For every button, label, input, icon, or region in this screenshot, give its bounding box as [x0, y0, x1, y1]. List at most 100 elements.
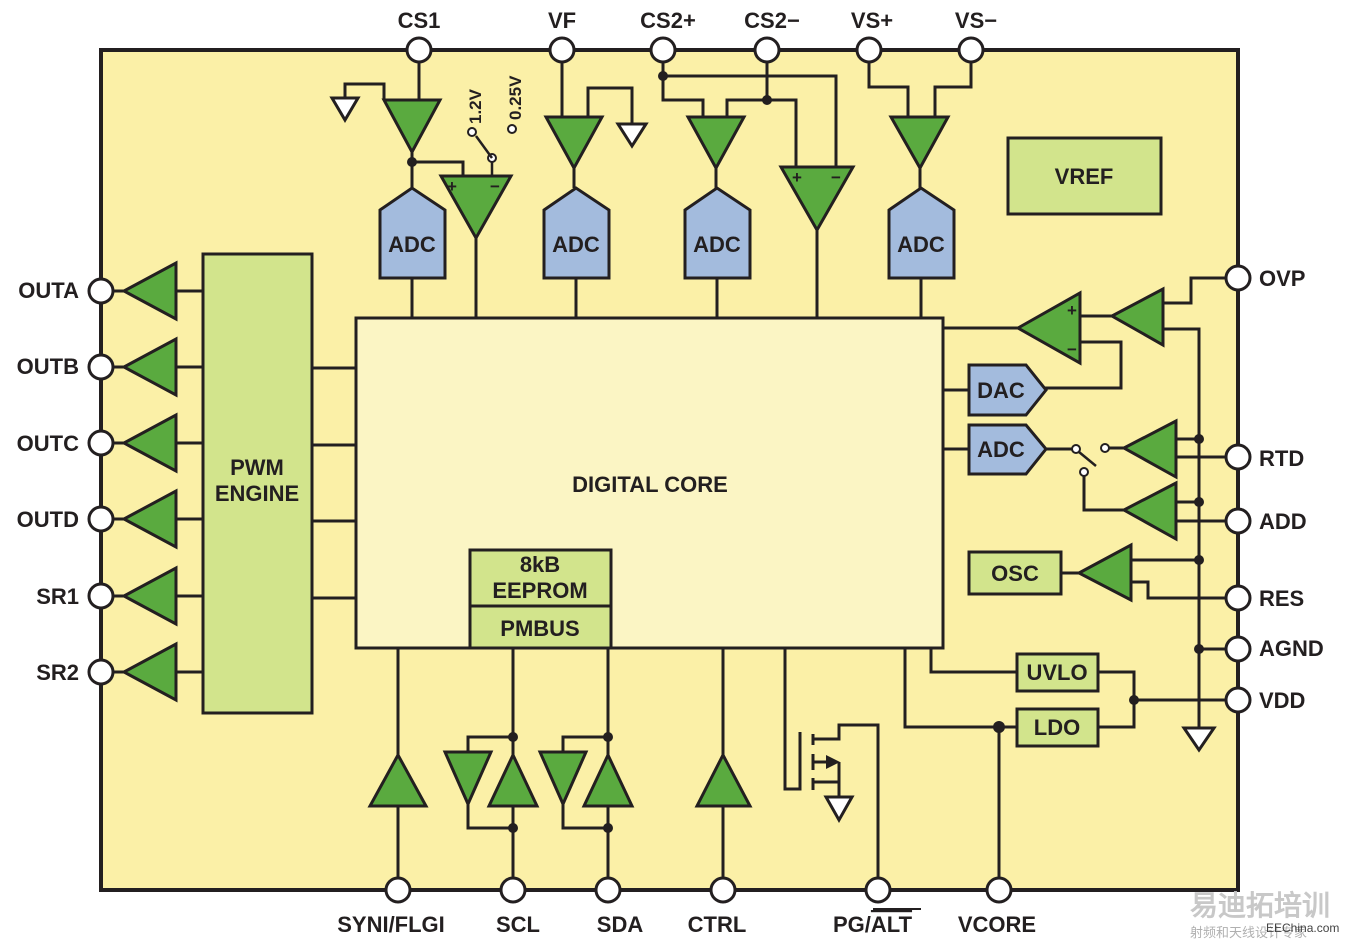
adc-label: ADC: [977, 437, 1025, 462]
pmbus-block: [468, 604, 613, 650]
syni-channel: [367, 648, 429, 890]
amplifier-icon: [543, 115, 605, 172]
pwm-engine-block: [201, 252, 314, 715]
amplifier-icon: [381, 98, 443, 156]
eeprom-label-line1: 8kB: [520, 552, 560, 577]
adc-block-rtd: [967, 423, 1048, 476]
pin-ovp: [1224, 264, 1252, 292]
ground-icon: [1181, 726, 1217, 753]
minus-sign: −: [490, 177, 500, 196]
pwm-label-line1: PWM: [230, 455, 284, 480]
ovp-channel: [943, 276, 1238, 728]
pin-label-cs1: CS1: [398, 8, 441, 33]
pmbus-label: PMBUS: [500, 616, 579, 641]
pin-label-vf: VF: [548, 8, 576, 33]
adc-label: ADC: [388, 232, 436, 257]
amplifier-icon: [1120, 480, 1178, 542]
adc-block-vs: [887, 186, 956, 280]
pin-vs-plus: [855, 36, 883, 64]
pin-label-agnd: AGND: [1259, 636, 1324, 661]
buffer-icon: [694, 751, 753, 808]
output-drivers: [114, 260, 203, 703]
pwm-label-line2: ENGINE: [215, 481, 299, 506]
pin-sr2: [87, 658, 115, 686]
osc-block: [967, 550, 1063, 596]
output-driver-icon: [120, 641, 178, 703]
pin-label-syni-flgi: SYNI/FLGI: [337, 912, 445, 937]
alt-text-overlined: ALT: [871, 912, 913, 937]
plus-sign: +: [1067, 301, 1077, 320]
ctrl-channel: [694, 648, 753, 890]
pin-label-ovp: OVP: [1259, 266, 1305, 291]
pin-label-sda: SDA: [597, 912, 644, 937]
comparator-icon: [438, 174, 514, 242]
ground-icon: [823, 795, 855, 824]
plus-sign: +: [792, 168, 802, 187]
minus-sign: −: [1067, 340, 1077, 359]
eeprom-block: [468, 548, 613, 608]
output-driver-icon: [120, 488, 178, 550]
digital-core-label: DIGITAL CORE: [572, 472, 728, 497]
pin-add: [1224, 507, 1252, 535]
pg-text: PG/: [833, 912, 871, 937]
pin-vf: [548, 36, 576, 64]
pwm-core-links: [312, 366, 356, 600]
comparator-icon: [778, 165, 856, 234]
ref-1v2-label: 1.2V: [466, 88, 485, 124]
vref-label: VREF: [1055, 164, 1114, 189]
pin-label-rtd: RTD: [1259, 446, 1304, 471]
pin-label-pg: PG/ALT: [833, 912, 913, 937]
adc-label: ADC: [897, 232, 945, 257]
amplifier-icon: [1075, 542, 1133, 603]
buffer-icon: [537, 750, 589, 808]
pin-cs1: [405, 36, 433, 64]
supply-section: [903, 644, 1238, 890]
pin-label-scl: SCL: [496, 912, 540, 937]
pin-cs2-minus: [753, 36, 781, 64]
pin-label-cs2-minus: CS2−: [744, 8, 800, 33]
pins: [87, 36, 1252, 904]
digital-core-block: [354, 316, 945, 650]
pin-outc: [87, 429, 115, 457]
pin-label-vcore: VCORE: [958, 912, 1036, 937]
vf-channel: [542, 50, 649, 318]
ref-0v25-label: 0.25V: [506, 75, 525, 120]
pin-label-cs2-plus: CS2+: [640, 8, 696, 33]
adc-block-cs2: [683, 186, 752, 280]
amplifier-icon: [1120, 418, 1178, 480]
pin-label-sr1: SR1: [36, 584, 79, 609]
pin-sda: [594, 876, 622, 904]
buffer-icon: [442, 750, 494, 808]
amplifier-icon: [685, 115, 747, 172]
uvlo-block: [1015, 652, 1100, 693]
pin-vcore: [985, 876, 1013, 904]
osc-label: OSC: [991, 561, 1039, 586]
output-driver-icon: [120, 260, 178, 322]
pg-mosfet: [783, 648, 880, 890]
buffer-icon: [581, 751, 635, 808]
pin-label-outa: OUTA: [18, 278, 79, 303]
adc-label: ADC: [693, 232, 741, 257]
amplifier-icon: [1108, 286, 1165, 348]
ground-icon: [615, 122, 649, 149]
pin-rtd: [1224, 443, 1252, 471]
pin-outa: [87, 277, 115, 305]
cs2-channel: [658, 50, 856, 318]
dac-block: [967, 363, 1048, 417]
pin-sr1: [87, 582, 115, 610]
pin-label-sr2: SR2: [36, 660, 79, 685]
cs1-channel: [329, 50, 517, 318]
buffer-icon: [367, 751, 429, 808]
pin-label-outd: OUTD: [17, 507, 79, 532]
output-driver-icon: [120, 412, 178, 474]
dac-label: DAC: [977, 378, 1025, 403]
minus-sign: −: [831, 168, 841, 187]
pin-cs2-plus: [649, 36, 677, 64]
watermark-site: EEChina.com: [1266, 921, 1339, 935]
buffer-icon: [486, 751, 540, 808]
pin-pg-alt: [864, 876, 892, 904]
pin-ctrl: [709, 876, 737, 904]
pin-label-outc: OUTC: [17, 431, 79, 456]
pin-label-vs-minus: VS−: [955, 8, 997, 33]
